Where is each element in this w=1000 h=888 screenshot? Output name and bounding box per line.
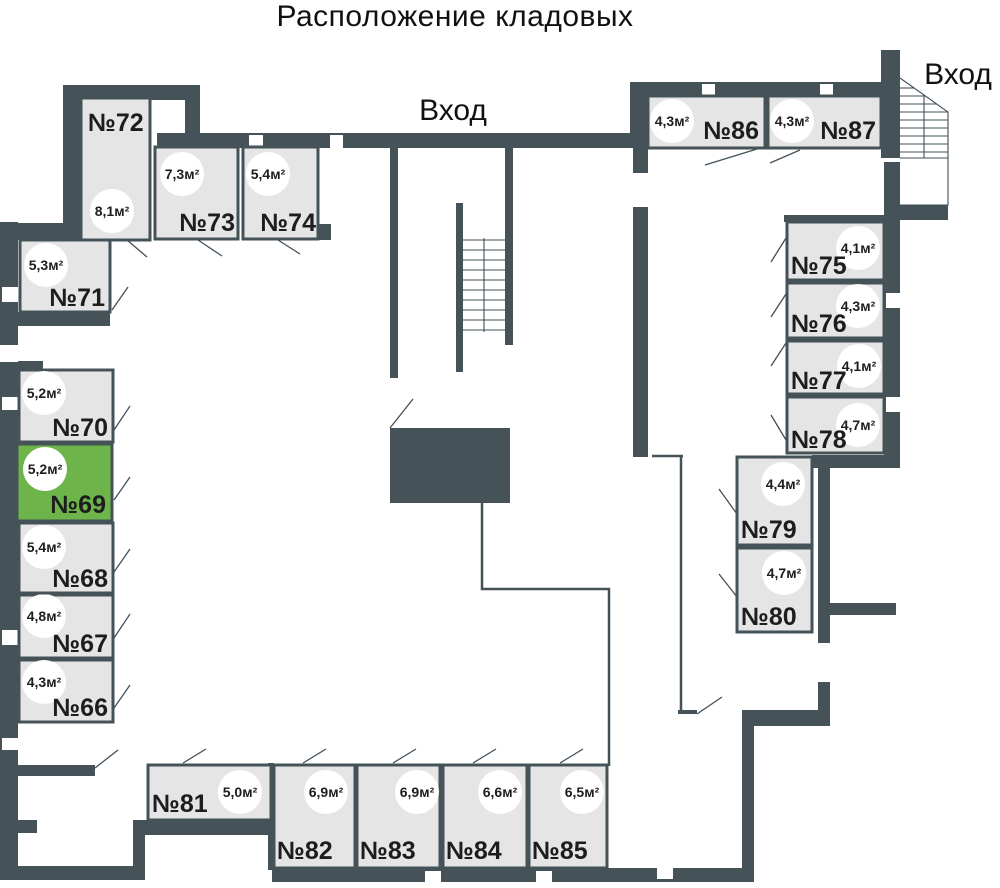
thin-partitions <box>480 454 697 766</box>
room-74-area-badge <box>246 152 290 196</box>
room-79[interactable]: 4,4м² №79 <box>735 455 814 547</box>
room-78-number: №78 <box>791 426 847 454</box>
room-85-number: №85 <box>532 837 588 865</box>
room-77[interactable]: 4,1м² №77 <box>785 339 886 396</box>
door-openings <box>2 84 900 882</box>
room-74[interactable]: 5,4м² №74 <box>241 145 320 241</box>
room-67-area: 4,8м² <box>27 608 62 624</box>
room-84-area: 6,6м² <box>483 784 518 800</box>
room-86[interactable]: 4,3м² №86 <box>646 94 767 150</box>
room-68[interactable]: 5,4м² №68 <box>17 521 115 595</box>
room-84-number: №84 <box>446 837 502 865</box>
room-85-area-badge <box>560 770 604 814</box>
room-71-area-badge <box>24 243 68 287</box>
room-75-area: 4,1м² <box>841 240 876 256</box>
room-78-area-badge <box>836 403 880 447</box>
walls <box>0 50 948 882</box>
room-73-area: 7,3м² <box>165 166 200 182</box>
room-86-area: 4,3м² <box>655 113 690 129</box>
room-72-area-badge <box>90 189 134 233</box>
room-71-number: №71 <box>49 284 105 312</box>
door-swings <box>94 148 801 769</box>
room-66-area: 4,3м² <box>27 674 62 690</box>
room-75-number: №75 <box>791 252 847 280</box>
room-80-area-badge <box>762 551 806 595</box>
room-87-number: №87 <box>820 117 876 145</box>
room-79-area-badge <box>761 462 805 506</box>
room-67-area-badge <box>22 594 66 638</box>
room-80-area: 4,7м² <box>767 565 802 581</box>
room-81-area-badge <box>218 770 262 814</box>
room-74-number: №74 <box>260 209 316 237</box>
room-72-number: №72 <box>88 109 144 137</box>
room-82[interactable]: 6,9м² №82 <box>272 763 357 870</box>
room-76-area-badge <box>836 284 880 328</box>
room-73-area-badge <box>160 152 204 196</box>
room-75[interactable]: 4,1м² №75 <box>785 220 886 282</box>
room-77-area: 4,1м² <box>842 358 877 374</box>
room-72[interactable]: №72 8,1м² <box>79 96 152 242</box>
room-82-number: №82 <box>277 837 333 865</box>
room-78-area: 4,7м² <box>841 417 876 433</box>
room-86-area-badge <box>650 99 694 143</box>
room-79-area: 4,4м² <box>766 476 801 492</box>
room-67-number: №67 <box>52 630 108 658</box>
room-80[interactable]: 4,7м² №80 <box>735 546 814 634</box>
room-76-area: 4,3м² <box>841 298 876 314</box>
entrance-staircase <box>899 77 949 206</box>
room-67[interactable]: 4,8м² №67 <box>17 593 115 660</box>
room-71-area: 5,3м² <box>29 257 64 273</box>
room-68-area: 5,4м² <box>27 539 62 555</box>
room-81-number: №81 <box>152 790 208 818</box>
room-70[interactable]: 5,2м² №70 <box>17 368 115 444</box>
room-85[interactable]: 6,5м² №85 <box>527 763 609 870</box>
room-76[interactable]: 4,3м² №76 <box>785 281 886 340</box>
room-69-area-badge <box>23 447 67 491</box>
room-66[interactable]: 4,3м² №66 <box>17 658 115 724</box>
room-69-highlighted[interactable]: 5,2м² №69 <box>15 442 114 523</box>
entrance-label-right: Вход <box>924 58 992 91</box>
room-69-area: 5,2м² <box>28 461 63 477</box>
room-76-number: №76 <box>791 310 847 338</box>
page-title: Расположение кладовых <box>276 0 633 33</box>
room-82-area-badge <box>304 770 348 814</box>
entrance-label-top: Вход <box>419 94 487 127</box>
room-87[interactable]: 4,3м² №87 <box>766 94 883 150</box>
room-84[interactable]: 6,6м² №84 <box>441 763 529 870</box>
room-68-area-badge <box>22 525 66 569</box>
room-81-area: 5,0м² <box>223 784 258 800</box>
room-79-number: №79 <box>741 516 797 544</box>
room-70-number: №70 <box>52 414 108 442</box>
room-85-area: 6,5м² <box>565 784 600 800</box>
center-staircase <box>463 238 505 332</box>
room-69-number: №69 <box>50 491 106 519</box>
room-73[interactable]: 7,3м² №73 <box>153 145 240 241</box>
room-82-area: 6,9м² <box>309 784 344 800</box>
room-87-area-badge <box>770 99 814 143</box>
room-83[interactable]: 6,9м² №83 <box>355 763 442 870</box>
room-70-area: 5,2м² <box>27 385 62 401</box>
room-77-area-badge <box>837 344 881 388</box>
room-83-area-badge <box>395 770 439 814</box>
room-66-number: №66 <box>52 694 108 722</box>
room-66-area-badge <box>22 660 66 704</box>
room-83-area: 6,9м² <box>400 784 435 800</box>
room-77-number: №77 <box>791 367 847 395</box>
room-84-area-badge <box>478 770 522 814</box>
room-72-area: 8,1м² <box>95 203 130 219</box>
room-71[interactable]: 5,3м² №71 <box>18 238 112 314</box>
room-83-number: №83 <box>360 837 416 865</box>
room-86-number: №86 <box>703 117 759 145</box>
room-70-area-badge <box>22 371 66 415</box>
room-87-area: 4,3м² <box>775 113 810 129</box>
room-80-number: №80 <box>741 603 797 631</box>
room-75-area-badge <box>836 226 880 270</box>
room-74-area: 5,4м² <box>251 166 286 182</box>
room-78[interactable]: 4,7м² №78 <box>785 395 886 455</box>
room-73-number: №73 <box>179 209 235 237</box>
room-68-number: №68 <box>52 565 108 593</box>
room-81[interactable]: 5,0м² №81 <box>146 763 273 822</box>
